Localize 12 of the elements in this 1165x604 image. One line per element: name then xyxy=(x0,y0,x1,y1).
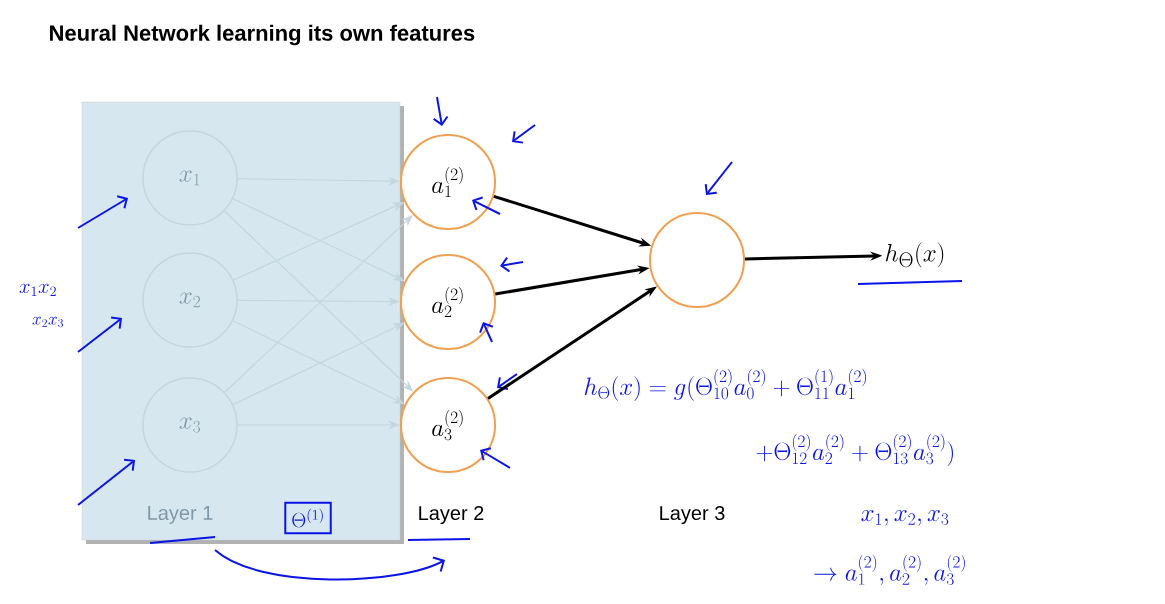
handwritten-note: $x_1, x_2, x_3$ xyxy=(861,509,949,526)
layer-label: Layer 2 xyxy=(419,505,484,525)
handwritten-boxed-theta: $\Theta^{(1)}$ xyxy=(284,501,332,535)
handwritten-note: $\rightarrow a^{(2)}_1, a^{(2)}_2, a^{(2)}_3$ xyxy=(814,554,965,586)
handwritten-equation: $+ \Theta^{(2)}_{12}a^{(2)}_2 + \Theta^{(2)}_{13}a^{(2)}_3)$ xyxy=(756,434,953,466)
handwritten-note: $x_1x_2$ xyxy=(19,283,56,296)
neuron-circle xyxy=(649,212,745,308)
handwritten-note: $x_2x_3$ xyxy=(32,316,63,328)
layer-label: Layer 3 xyxy=(660,505,725,525)
output-label: $h_\Theta(x)$ xyxy=(885,242,944,268)
title: Neural Network learning its own features xyxy=(50,24,475,46)
handwritten-equation: $h_\Theta(x) = g(\Theta^{(2)}_{10}a^{(2)}_0 + \Theta^{(1)}_{11}a^{(2)}_1$ xyxy=(584,369,866,401)
